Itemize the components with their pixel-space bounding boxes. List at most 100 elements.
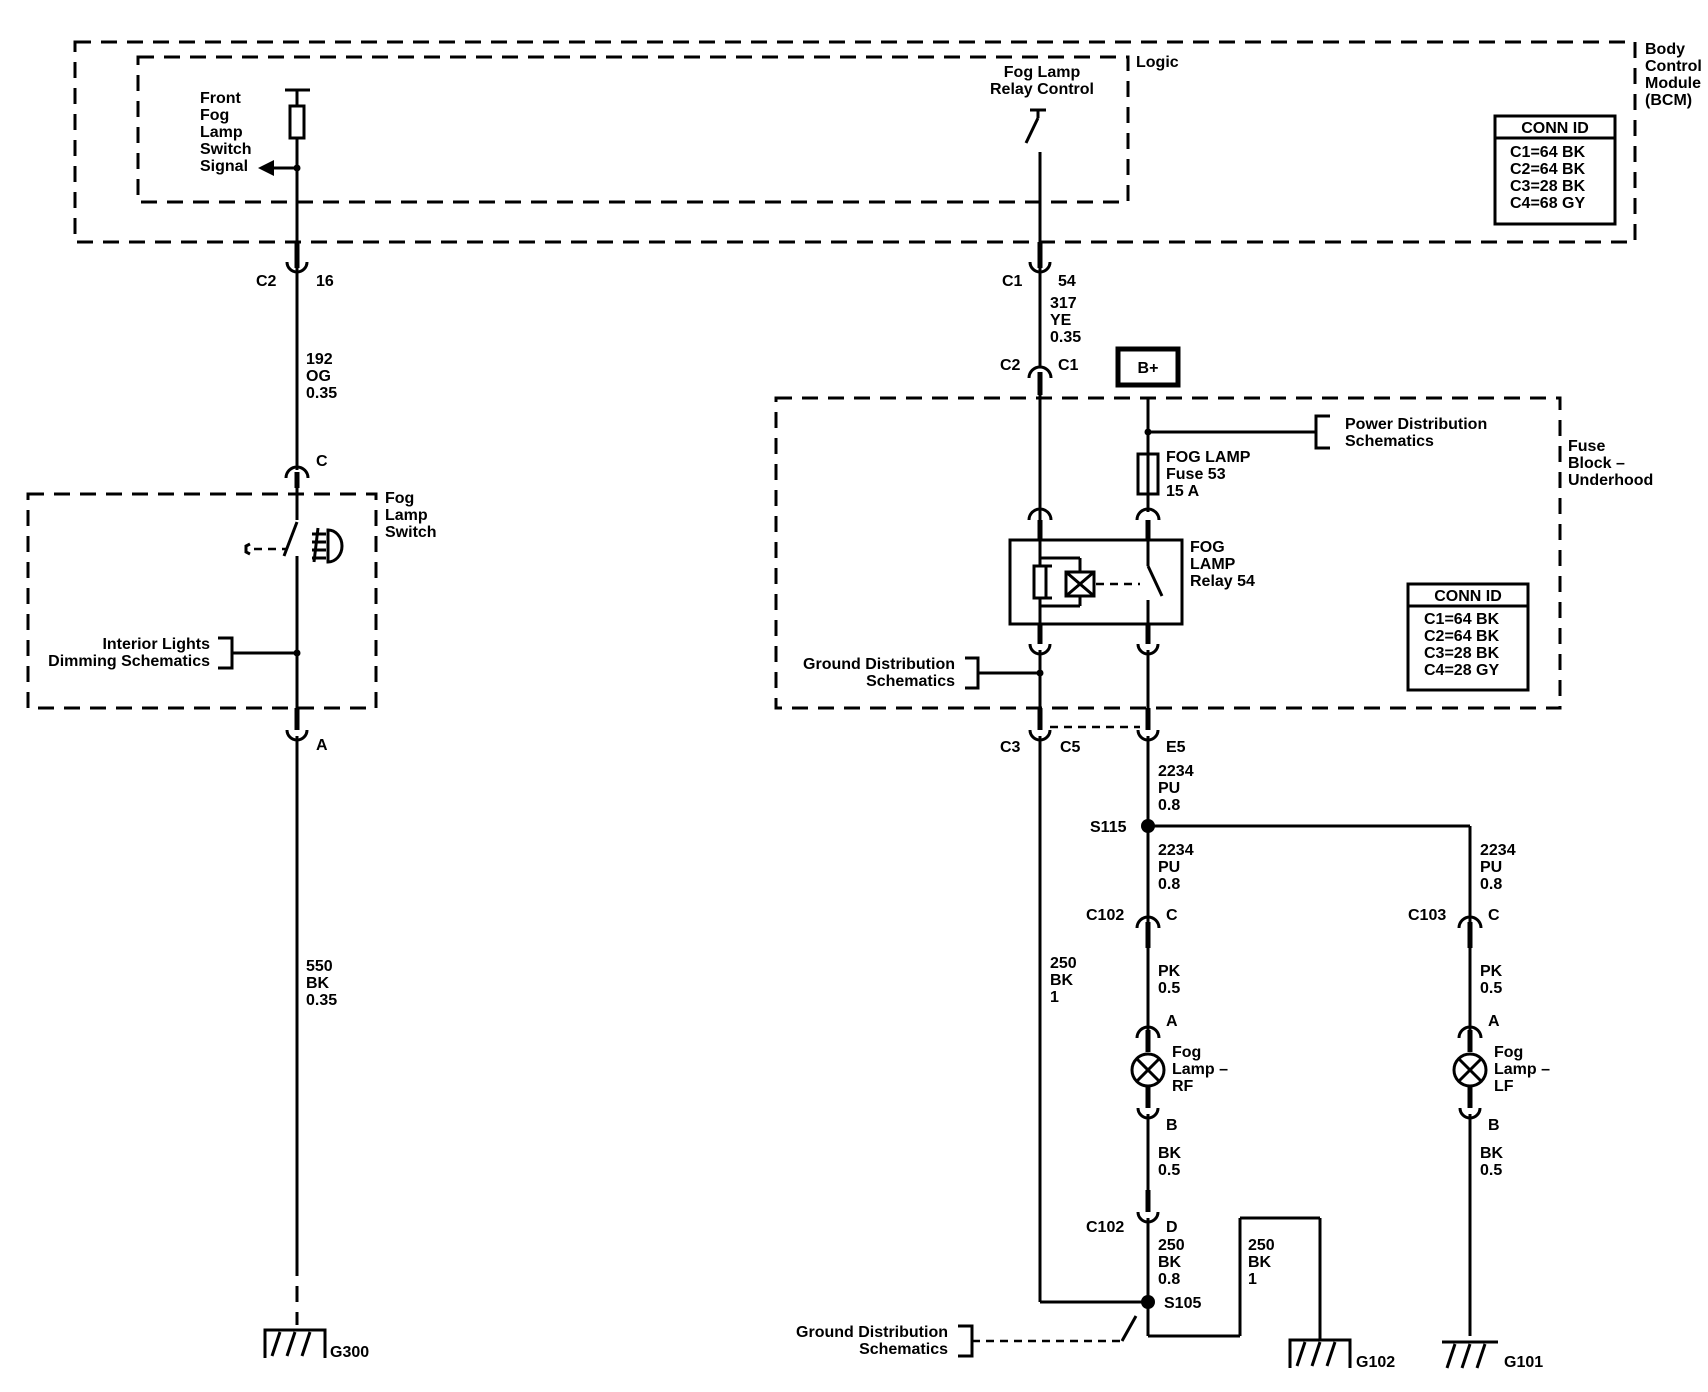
wire-2234-top-label-line-3: 0.8 [1158, 797, 1180, 814]
fuse-block-label-line-3: Underhood [1568, 472, 1653, 489]
fog-lamp-switch-label-line-2: Lamp [385, 507, 428, 524]
c1-pin-label: 54 [1058, 273, 1076, 290]
wire-192-label-line-1: 192 [306, 351, 333, 368]
wire-250-center-label-line-1: 250 [1158, 1237, 1185, 1254]
ground-distribution-label-line-2: Schematics [866, 673, 955, 690]
switch-signal-label-line-2: Fog [200, 107, 229, 124]
fog-lamp-switch-label-line-3: Switch [385, 524, 437, 541]
lf-pin-b-label: B [1488, 1117, 1500, 1134]
bk-rf-label-line-1: BK [1158, 1145, 1182, 1162]
wire-2234-rf-label-line-1: 2234 [1158, 842, 1194, 859]
relay-coil-icon [1064, 570, 1096, 598]
c103-pin-label: C [1488, 907, 1500, 924]
fuse-53-icon [1136, 452, 1160, 496]
relay-control-label-line-1: Fog Lamp [1004, 64, 1081, 81]
switch-pin-a-label: A [316, 737, 328, 754]
bcm-label-line-4: (BCM) [1645, 92, 1692, 109]
wire-550-label-line-1: 550 [306, 958, 333, 975]
bk-lf-label-line-2: 0.5 [1480, 1162, 1502, 1179]
bk-lf-label: BK0.5 [1480, 1145, 1504, 1179]
wire-192-label-line-3: 0.35 [306, 385, 337, 402]
fog-lamp-lf-label-line-1: Fog [1494, 1044, 1523, 1061]
c2-pin-label: 16 [316, 273, 334, 290]
bcm-label-line-3: Module [1645, 75, 1701, 92]
wire-2234-top-label-line-2: PU [1158, 780, 1180, 797]
switch-signal-label-line-5: Signal [200, 158, 248, 175]
ground-g101-label: G101 [1504, 1354, 1543, 1371]
wire-250-left-label-line-2: BK [1050, 972, 1074, 989]
fuse-block-conn-id-rows-line-1: C1=64 BK [1424, 611, 1500, 628]
bcm-label-line-1: Body [1645, 41, 1685, 58]
fuse-53-label-line-1: FOG LAMP [1166, 449, 1251, 466]
bcm-conn-id-rows-line-3: C3=28 BK [1510, 178, 1586, 195]
bcm-conn-id-rows-line-1: C1=64 BK [1510, 144, 1586, 161]
lf-pin-a-label: A [1488, 1013, 1500, 1030]
pk-rf-label: PK0.5 [1158, 963, 1181, 997]
interior-dimming-label-line-2: Dimming Schematics [48, 653, 210, 670]
wire-550-label-line-2: BK [306, 975, 330, 992]
bk-rf-label: BK0.5 [1158, 1145, 1182, 1179]
ground-distribution-bottom-label-line-1: Ground Distribution [796, 1324, 948, 1341]
switch-pin-c-label: C [316, 453, 328, 470]
switch-signal-label-line-1: Front [200, 90, 242, 107]
wire-2234-lf-label-line-1: 2234 [1480, 842, 1516, 859]
wire-550-label-line-3: 0.35 [306, 992, 337, 1009]
fog-lamp-lf-label-line-2: Lamp – [1494, 1061, 1550, 1078]
wire-250-right-label-line-2: BK [1248, 1254, 1272, 1271]
pk-lf-label-line-1: PK [1480, 963, 1503, 980]
fuse-block-c1-label: C1 [1058, 357, 1079, 374]
logic-label: Logic [1136, 54, 1179, 71]
bk-lf-label-line-1: BK [1480, 1145, 1504, 1162]
wire-250-right-label-line-1: 250 [1248, 1237, 1275, 1254]
wire-2234-rf-label-line-2: PU [1158, 859, 1180, 876]
wire-250-center-label-line-2: BK [1158, 1254, 1182, 1271]
ground-distribution-bottom-label-line-2: Schematics [859, 1341, 948, 1358]
switch-signal-label-line-3: Lamp [200, 124, 243, 141]
pk-lf-label-line-2: 0.5 [1480, 980, 1502, 997]
fuse-block-label-line-2: Block – [1568, 455, 1625, 472]
fog-lamp-rf-label-line-2: Lamp – [1172, 1061, 1228, 1078]
ground-g102-icon [1288, 1338, 1352, 1368]
power-distribution-label-line-1: Power Distribution [1345, 416, 1487, 433]
fog-lamp-rf-label-line-1: Fog [1172, 1044, 1201, 1061]
switch-signal-label-line-4: Switch [200, 141, 252, 158]
splice-s105-label: S105 [1164, 1295, 1201, 1312]
signal-arrow-icon [258, 160, 274, 176]
rf-pin-a-label: A [1166, 1013, 1178, 1030]
relay-control-label-line-2: Relay Control [990, 81, 1094, 98]
relay-54-label-line-1: FOG [1190, 539, 1225, 556]
fog-lamp-lf-icon [1452, 1052, 1488, 1088]
wire-317-label-line-1: 317 [1050, 295, 1077, 312]
wire-317-label-line-3: 0.35 [1050, 329, 1081, 346]
pk-lf-label: PK0.5 [1480, 963, 1503, 997]
c102-bottom-pin-label: D [1166, 1219, 1178, 1236]
wire-250-left-label-line-1: 250 [1050, 955, 1077, 972]
conn-c5-label: C5 [1060, 739, 1081, 756]
splice-s115-label: S115 [1090, 819, 1127, 836]
wire-250-center-label-line-3: 0.8 [1158, 1271, 1180, 1288]
bcm-conn-id-rows-line-2: C2=64 BK [1510, 161, 1586, 178]
fuse-block-c2-label: C2 [1000, 357, 1021, 374]
wire-250-left-label-line-3: 1 [1050, 989, 1059, 1006]
conn-e5-label: E5 [1166, 739, 1186, 756]
fuse-53-label-line-3: 15 A [1166, 483, 1200, 500]
fog-lamp-switch-label-line-1: Fog [385, 490, 414, 507]
